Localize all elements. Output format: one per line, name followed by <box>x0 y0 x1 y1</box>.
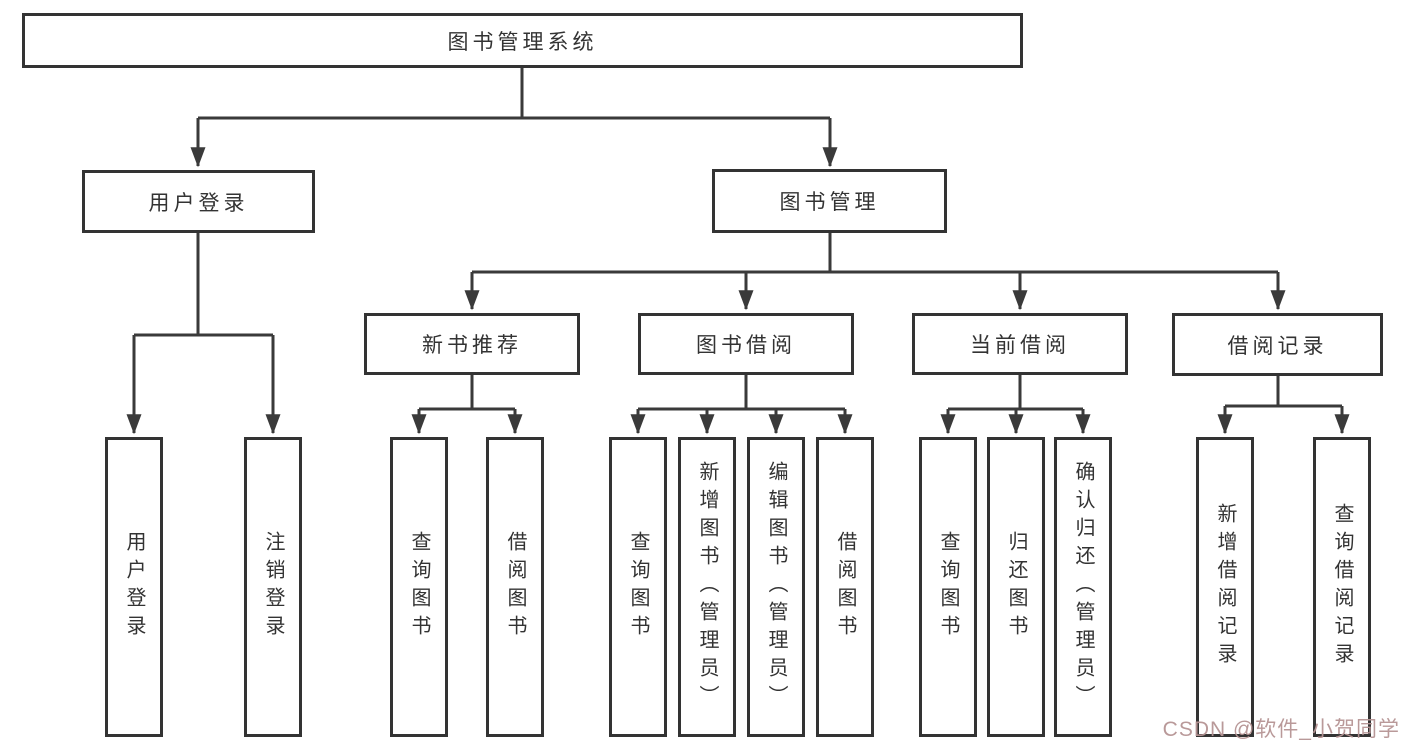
leaf-borrowing-query-books: 查询图书 <box>609 437 667 737</box>
leaf-records-query-record: 查询借阅记录 <box>1313 437 1371 737</box>
leaf-logout-login: 注销登录 <box>244 437 302 737</box>
leaf-user-login: 用户登录 <box>105 437 163 737</box>
leaf-records-add-record: 新增借阅记录 <box>1196 437 1254 737</box>
csdn-watermark: CSDN @软件_小贺同学 <box>1162 718 1400 741</box>
leaf-current-query-books: 查询图书 <box>919 437 977 737</box>
leaf-current-return-books: 归还图书 <box>987 437 1045 737</box>
node-new-book-recommend: 新书推荐 <box>364 313 580 375</box>
leaf-borrowing-edit-books-admin: 编辑图书（管理员） <box>747 437 805 737</box>
node-book-management: 图书管理 <box>712 169 947 233</box>
leaf-current-confirm-return-admin: 确认归还（管理员） <box>1054 437 1112 737</box>
leaf-newrec-query-books: 查询图书 <box>390 437 448 737</box>
node-borrowing-records: 借阅记录 <box>1172 313 1383 376</box>
node-book-borrowing: 图书借阅 <box>638 313 854 375</box>
leaf-borrowing-add-books-admin: 新增图书（管理员） <box>678 437 736 737</box>
node-library-management-system: 图书管理系统 <box>22 13 1023 68</box>
node-user-login: 用户登录 <box>82 170 315 233</box>
node-current-borrowing: 当前借阅 <box>912 313 1128 375</box>
leaf-newrec-borrow-books: 借阅图书 <box>486 437 544 737</box>
leaf-borrowing-borrow-books: 借阅图书 <box>816 437 874 737</box>
